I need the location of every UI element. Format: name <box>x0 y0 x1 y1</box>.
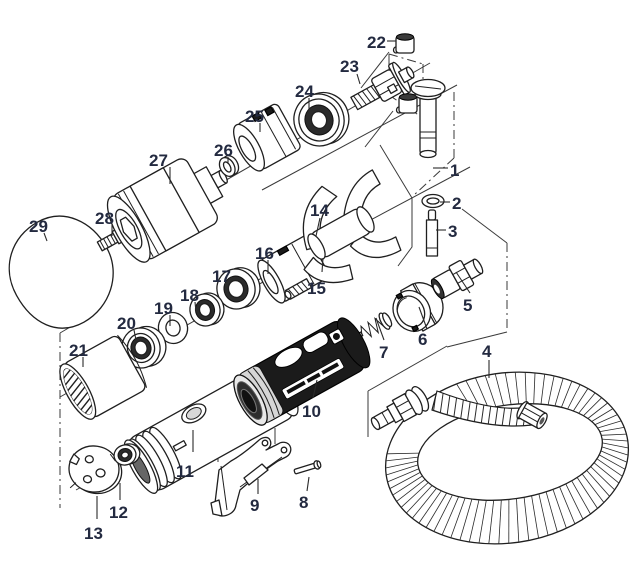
part-9-throttle-lever <box>210 436 292 517</box>
part-23-speed-regulator <box>350 61 415 111</box>
part-label-6: 6 <box>418 330 427 349</box>
leader-lines <box>43 40 490 519</box>
part-label-2: 2 <box>452 194 461 213</box>
part-label-23: 23 <box>340 57 359 76</box>
part-label-9: 9 <box>250 496 259 515</box>
part-label-17: 17 <box>212 267 231 286</box>
part-4-air-hose-assembly <box>370 371 630 545</box>
part-label-14: 14 <box>310 201 329 220</box>
part-10-motor-housing <box>233 317 371 426</box>
part-29-grinding-stone <box>8 215 114 329</box>
part-8-lever-pin <box>293 460 322 475</box>
part-label-19: 19 <box>154 299 173 318</box>
part-26-spacer-ring <box>218 154 240 178</box>
part-label-20: 20 <box>117 314 136 333</box>
part-label-26: 26 <box>214 141 233 160</box>
part-22-valve-knob-b <box>395 93 418 114</box>
part-15-rotor-shaft <box>284 278 313 300</box>
part-label-3: 3 <box>448 222 457 241</box>
part-label-7: 7 <box>379 343 388 362</box>
part-3-valve-stem <box>425 209 439 257</box>
part-12-small-bearing <box>113 443 141 466</box>
part-label-22: 22 <box>367 33 386 52</box>
part-label-21: 21 <box>69 341 88 360</box>
part-label-11: 11 <box>176 462 194 481</box>
part-13-end-plate <box>68 445 123 495</box>
hose-inlet-fitting <box>516 401 548 430</box>
part-label-18: 18 <box>180 286 199 305</box>
part-17-front-bearing <box>216 267 261 310</box>
part-14-rotor <box>302 169 402 284</box>
part-1-regulator-valve <box>410 78 446 159</box>
part-label-13: 13 <box>84 524 103 543</box>
part-label-15: 15 <box>307 279 326 298</box>
part-5-inlet-bushing <box>430 258 484 299</box>
part-label-12: 12 <box>109 503 128 522</box>
part-label-10: 10 <box>302 402 321 421</box>
part-label-29: 29 <box>29 217 48 236</box>
part-22-valve-knob-a <box>392 33 415 54</box>
part-2-o-ring <box>421 193 445 209</box>
part-label-4: 4 <box>482 342 492 361</box>
part-labels: 1 2 3 4 5 6 7 8 9 10 11 12 13 14 15 16 1… <box>29 33 492 543</box>
part-label-1: 1 <box>450 161 459 180</box>
hose-outlet-fitting <box>370 386 430 431</box>
part-25-collet-nut <box>233 103 301 172</box>
part-label-28: 28 <box>95 209 114 228</box>
part-27-chuck <box>106 158 228 263</box>
part-label-25: 25 <box>245 107 264 126</box>
part-label-5: 5 <box>463 296 472 315</box>
part-18-bearing <box>189 292 225 327</box>
part-label-16: 16 <box>255 244 274 263</box>
part-21-spline-sleeve <box>57 334 148 420</box>
part-20-rear-bearing <box>121 325 167 369</box>
part-label-8: 8 <box>299 493 308 512</box>
part-label-24: 24 <box>295 82 314 101</box>
part-label-27: 27 <box>149 151 168 170</box>
part-24-large-bearing <box>293 91 350 147</box>
